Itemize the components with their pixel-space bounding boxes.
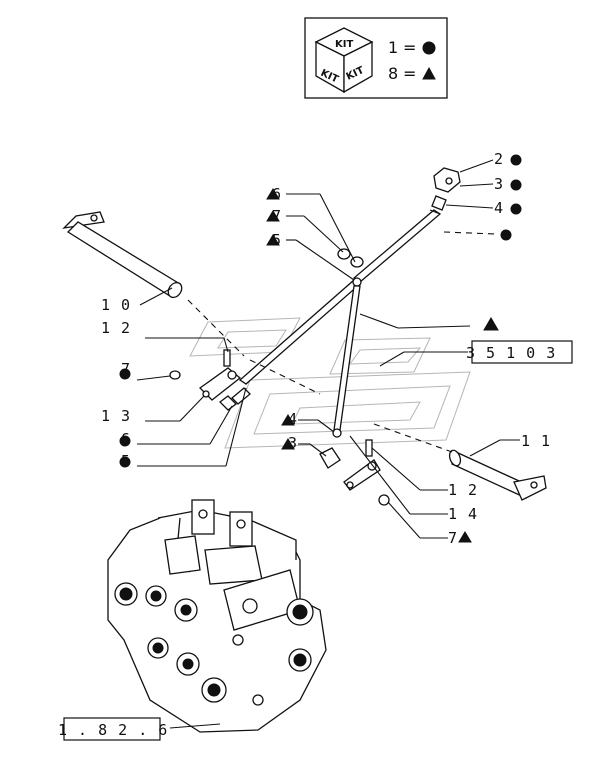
svg-text:1 0: 1 0 [101,296,131,314]
triangle-marker-icon [281,414,295,426]
callout-6-triangle: 6 [266,185,282,203]
pin-10 [62,211,183,299]
svg-text:5: 5 [121,452,131,470]
callout-13: 1 3 [101,407,131,425]
long-rod [238,277,362,438]
kit-legend: KIT KIT KIT 1 = 8 = [304,17,448,99]
callout-triangle [483,317,499,331]
callout-3-triangle: 3 [281,434,298,452]
left-bracket [169,349,251,411]
svg-text:1 2: 1 2 [101,319,131,337]
svg-text:6: 6 [121,430,131,448]
legend-triangle-symbol [422,66,436,80]
circle-marker-icon [119,368,131,380]
triangle-marker-icon [458,531,472,543]
legend-equals-1: = [403,38,416,57]
kit-cube-icon: KIT KIT KIT [314,27,374,94]
legend-number-8: 8 [388,64,398,83]
callout-5-circle: 5 [119,452,131,470]
legend-circle-symbol [422,41,436,55]
callout-12-right: 1 2 [448,481,478,499]
svg-text:4: 4 [494,199,504,217]
triangle-marker-icon [281,438,295,450]
watermark-logo [189,317,471,449]
svg-text:7: 7 [448,529,458,547]
callout-4: 4 [494,199,522,217]
circle-marker-icon [510,154,522,166]
callout-12-left: 1 2 [101,319,131,337]
svg-text:6: 6 [272,185,282,203]
legend-number-1: 1 [388,38,398,57]
triangle-marker-icon [266,210,280,222]
reference-1-82-6: 1 . 8 2 . 6 [58,717,168,741]
svg-text:7: 7 [272,207,282,225]
circle-marker-icon [500,229,512,241]
callout-5-triangle: 5 [266,231,282,249]
svg-text:7: 7 [121,360,131,378]
right-bracket [319,439,390,506]
kit-top-label: KIT [335,39,353,50]
svg-text:3 5 1 0 3: 3 5 1 0 3 [466,344,556,362]
callout-3: 3 [494,175,522,193]
svg-text:5: 5 [272,231,282,249]
pin-11 [448,449,547,501]
triangle-marker-icon [266,234,280,246]
svg-text:1 . 8 2 . 6: 1 . 8 2 . 6 [58,721,168,739]
callout-7-circle: 7 [119,360,131,380]
callout-dot [500,229,512,241]
svg-text:1 1: 1 1 [521,432,551,450]
triangle-marker-icon [266,188,280,200]
svg-text:2: 2 [494,150,504,168]
leader-lines [136,159,520,729]
callout-7-triangle-right: 7 [448,529,472,547]
upper-link-rod [337,167,461,283]
callout-14: 1 4 [448,505,478,523]
svg-text:3: 3 [288,434,298,452]
callout-10: 1 0 [101,296,131,314]
circle-marker-icon [510,203,522,215]
legend-equals-2: = [403,64,416,83]
control-valve [107,499,327,733]
svg-text:1 4: 1 4 [448,505,478,523]
circle-marker-icon [119,456,131,468]
circle-marker-icon [510,179,522,191]
callout-7-triangle: 7 [266,207,282,225]
circle-marker-icon [119,435,131,447]
reference-351-03: 3 5 1 0 3 [466,340,573,364]
callout-2: 2 [494,150,522,168]
callout-11: 1 1 [521,432,551,450]
svg-text:4: 4 [288,410,298,428]
svg-text:3: 3 [494,175,504,193]
svg-text:1 2: 1 2 [448,481,478,499]
callout-4-triangle: 4 [281,410,298,428]
alignment-lines [187,231,497,453]
callout-6-circle: 6 [119,430,131,448]
triangle-marker-icon [483,317,499,331]
svg-text:1 3: 1 3 [101,407,131,425]
